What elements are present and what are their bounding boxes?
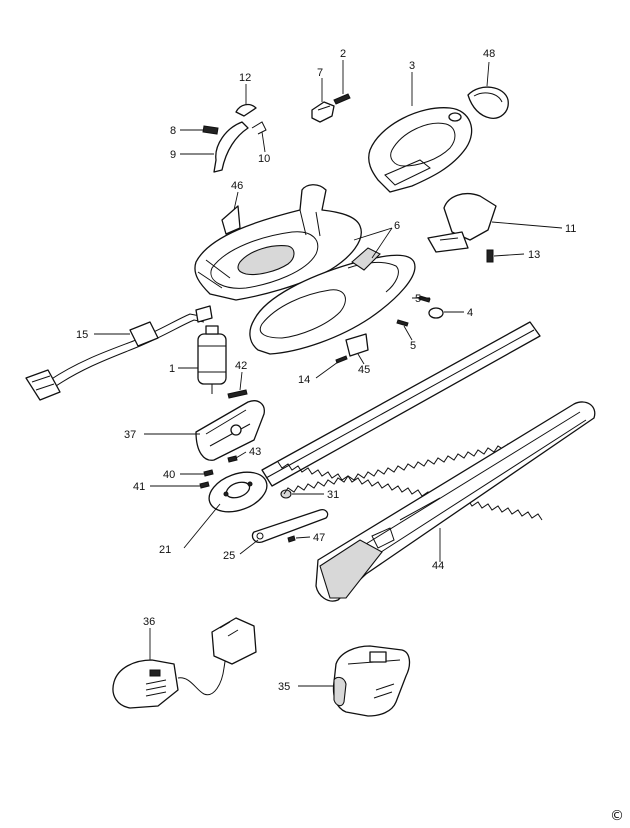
part-45-pad (345, 333, 369, 357)
callout-31: 31 (327, 489, 339, 501)
part-8-spring (202, 125, 219, 135)
part-46-pad (221, 205, 241, 235)
part-48-pad (467, 86, 509, 119)
callout-37: 37 (124, 429, 136, 441)
part-12-lever (235, 103, 257, 117)
part-37-gear-housing (195, 400, 265, 461)
callout-13: 13 (528, 249, 540, 261)
callout-labels: 48 2 7 3 12 8 9 10 46 6 11 13 5 4 5 15 1… (76, 48, 576, 693)
callout-8: 8 (170, 125, 176, 137)
callout-12: 12 (239, 72, 251, 84)
callout-5a: 5 (415, 293, 421, 305)
part-44-blade-guard (315, 401, 596, 602)
part-5-screw-b (396, 319, 409, 327)
callout-15: 15 (76, 329, 88, 341)
part-7-switch-cap (311, 101, 335, 123)
part-2-spring (333, 93, 351, 105)
callout-9: 9 (170, 149, 176, 161)
callout-6: 6 (394, 220, 400, 232)
callout-4: 4 (467, 307, 473, 319)
part-31-bushing (280, 489, 292, 499)
copyright-symbol: © (610, 808, 624, 824)
callout-1: 1 (169, 363, 175, 375)
callout-21: 21 (159, 544, 171, 556)
part-43-screw (227, 455, 238, 463)
callout-14: 14 (298, 374, 310, 386)
callout-44: 44 (432, 560, 444, 572)
part-41-screw (199, 481, 210, 489)
part-4-knob (428, 307, 444, 319)
callout-40: 40 (163, 469, 175, 481)
callout-7: 7 (317, 67, 323, 79)
part-6-housing-lower (249, 247, 416, 355)
part-36-charger (112, 617, 257, 709)
part-13-pin (486, 249, 494, 263)
callout-45: 45 (358, 364, 370, 376)
blade-serrated (261, 321, 549, 521)
part-25-link (251, 508, 329, 543)
part-21-gear (208, 471, 268, 513)
callout-2: 2 (340, 48, 346, 60)
part-1-motor (197, 325, 227, 394)
callout-47: 47 (313, 532, 325, 544)
part-47-screw (287, 535, 296, 543)
callout-5b: 5 (410, 340, 416, 352)
callout-25: 25 (223, 550, 235, 562)
part-11-guard (427, 193, 497, 253)
callout-3: 3 (409, 60, 415, 72)
callout-35: 35 (278, 681, 290, 693)
callout-36: 36 (143, 616, 155, 628)
part-9-trigger (213, 121, 249, 173)
callout-11: 11 (565, 223, 576, 235)
leader-lines (94, 60, 563, 687)
part-10-spring-clip (251, 121, 267, 135)
part-15-wiring-harness (25, 305, 213, 401)
callout-46: 46 (231, 180, 243, 192)
part-3-top-cover (368, 107, 473, 193)
part-40-screw (203, 469, 214, 477)
callout-48: 48 (483, 48, 495, 60)
callout-42: 42 (235, 360, 247, 372)
callout-43: 43 (249, 446, 261, 458)
part-35-battery (332, 645, 411, 717)
callout-41: 41 (133, 481, 145, 493)
callout-10: 10 (258, 153, 270, 165)
part-6-housing-upper (194, 184, 362, 301)
part-42-pin (227, 389, 248, 399)
part-14-screw (335, 355, 348, 364)
